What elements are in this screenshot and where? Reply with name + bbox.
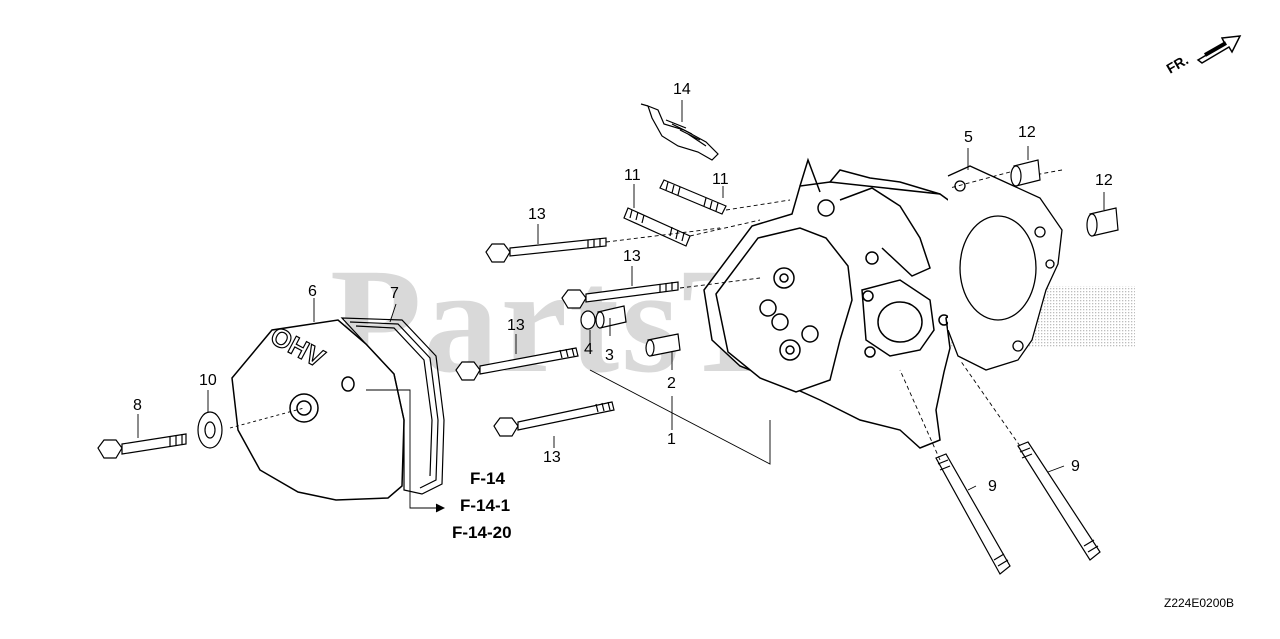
callout-11-left: 11 xyxy=(624,167,641,184)
reference-f14-1[interactable]: F-14-1 xyxy=(460,496,511,515)
front-direction-arrow xyxy=(1196,35,1242,64)
spark-plug xyxy=(640,103,719,161)
callout-10: 10 xyxy=(199,372,217,389)
reference-f14[interactable]: F-14 xyxy=(470,469,505,488)
washer-10 xyxy=(197,411,223,449)
callout-14: 14 xyxy=(673,81,691,98)
leader-lines xyxy=(137,100,1105,513)
stud-9-right xyxy=(1017,441,1101,561)
cylinder-head xyxy=(703,157,977,449)
head-cover xyxy=(231,319,405,501)
callout-3: 3 xyxy=(605,347,614,364)
callout-13-a: 13 xyxy=(528,206,546,223)
stud-11-lower xyxy=(623,207,691,247)
callout-2: 2 xyxy=(667,375,676,392)
dowel-3 xyxy=(595,305,627,329)
cover-gasket xyxy=(340,317,445,495)
stud-9-left xyxy=(935,453,1011,575)
callout-13-b: 13 xyxy=(623,248,641,265)
callout-9-left: 9 xyxy=(988,478,997,495)
bolt-13-c xyxy=(455,347,579,381)
callout-1: 1 xyxy=(667,431,676,448)
callout-13-c: 13 xyxy=(507,317,525,334)
callout-6: 6 xyxy=(308,283,317,300)
diagram-code: Z224E0200B xyxy=(1164,596,1235,610)
dowel-pin-12-b xyxy=(1086,207,1119,237)
bolt-13-a xyxy=(485,237,607,263)
callout-13-d: 13 xyxy=(543,449,561,466)
callout-4: 4 xyxy=(584,341,593,358)
callout-12-top: 12 xyxy=(1018,124,1036,141)
stud-11-upper xyxy=(659,179,727,215)
head-gasket xyxy=(947,165,1063,371)
reference-f14-20[interactable]: F-14-20 xyxy=(452,523,512,542)
dowel-pin-12-a xyxy=(1010,159,1041,187)
callout-9-right: 9 xyxy=(1071,458,1080,475)
bolt-13-d xyxy=(493,401,615,437)
callout-12-right: 12 xyxy=(1095,172,1113,189)
callout-11-right: 11 xyxy=(712,171,729,188)
callout-7: 7 xyxy=(390,285,399,302)
bolt-13-b xyxy=(561,281,679,309)
dowel-2 xyxy=(645,333,681,357)
flange-bolt-8 xyxy=(97,433,187,459)
washer-4 xyxy=(580,310,596,330)
callout-5: 5 xyxy=(964,129,973,146)
callout-8: 8 xyxy=(133,397,142,414)
